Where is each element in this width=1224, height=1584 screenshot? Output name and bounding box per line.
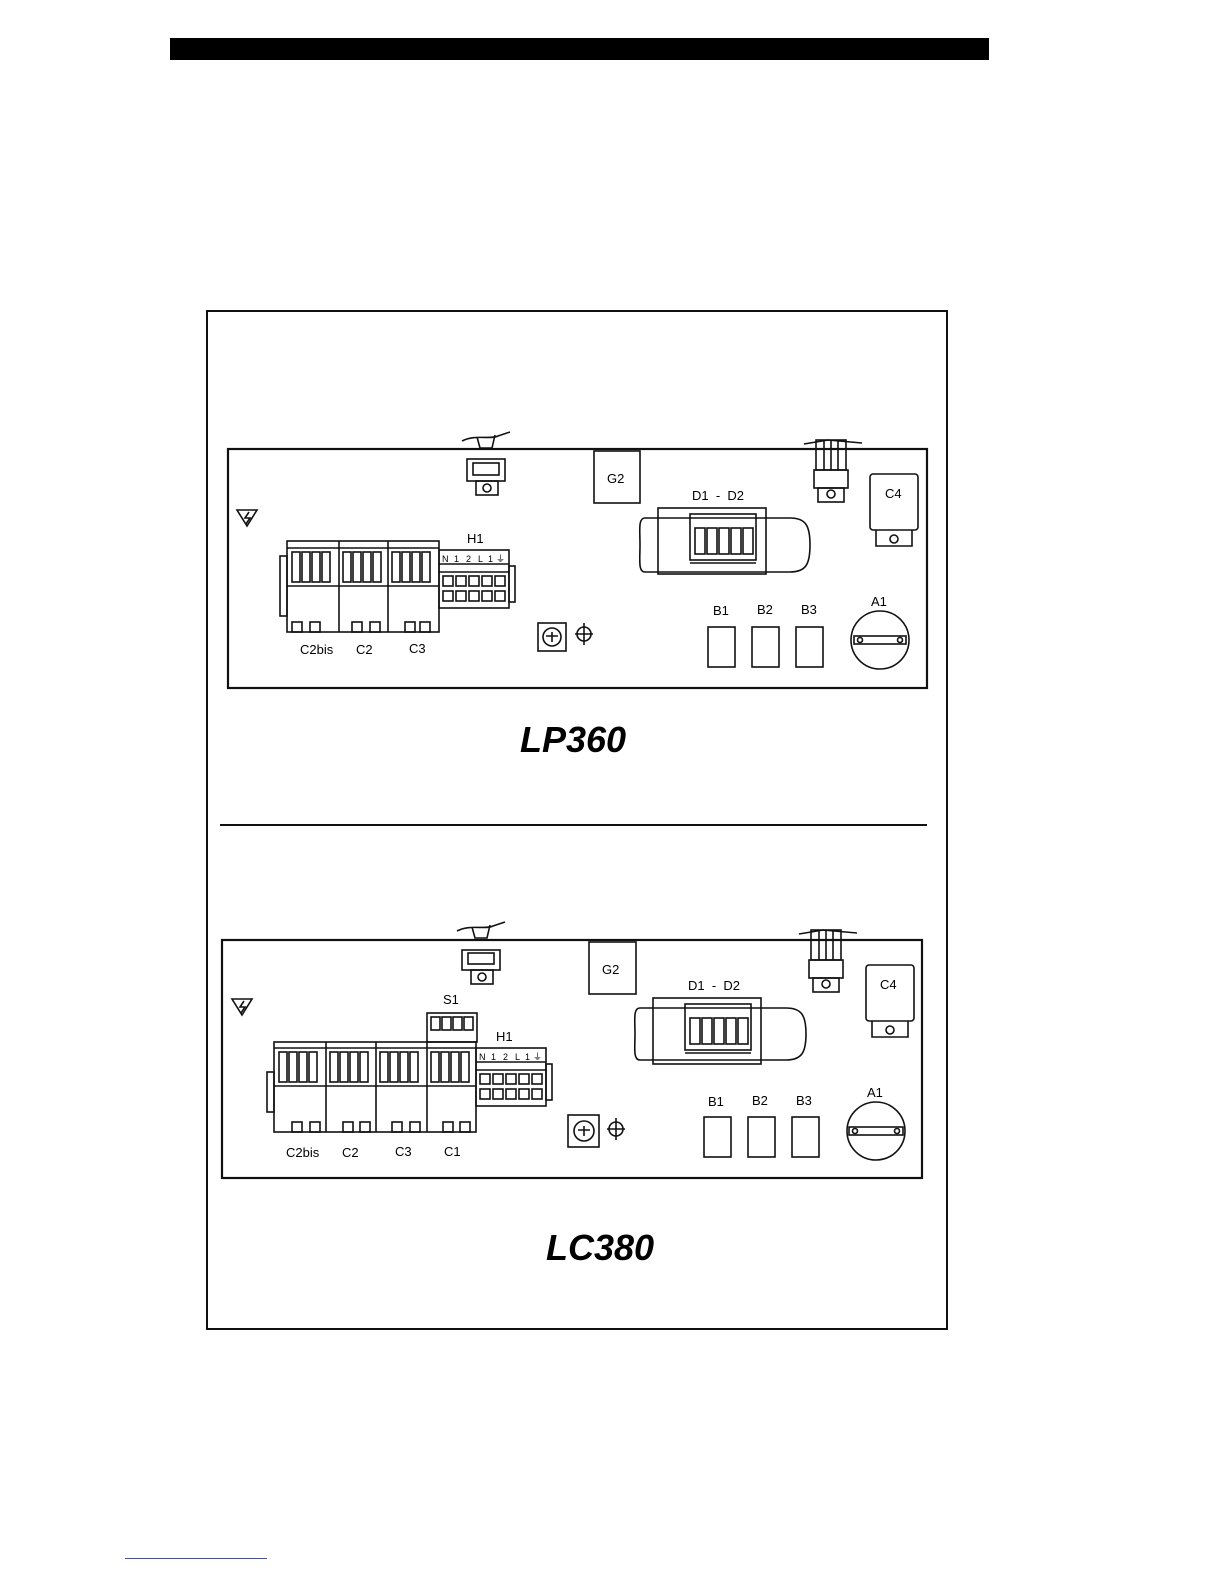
- terminal-mark: ⏚: [533, 1052, 542, 1062]
- a1-rotary-switch: [851, 611, 909, 669]
- panel-lc380-board: [222, 940, 922, 1178]
- b3-component: [792, 1117, 819, 1157]
- b2-component: [752, 627, 779, 667]
- cable-clamp-left: [462, 432, 510, 495]
- label-g2: G2: [607, 471, 624, 486]
- c4-component: [870, 474, 918, 546]
- label-b3: B3: [801, 602, 817, 617]
- label-c1: C1: [444, 1144, 461, 1159]
- cable-clamp-left: [457, 922, 505, 984]
- terminal-mark: L: [478, 554, 483, 564]
- terminal-mark: N: [442, 554, 449, 564]
- breaker-block: [267, 1042, 476, 1132]
- label-c4: C4: [880, 977, 897, 992]
- panel-lc380: [222, 922, 922, 1178]
- breaker-block: [280, 541, 439, 632]
- d1-d2-connector: [640, 508, 810, 574]
- label-b1: B1: [708, 1094, 724, 1109]
- terminal-marks-lp360: N 1 2 L 1 ⏚: [442, 554, 505, 564]
- label-d1-d2: D1 - D2: [692, 488, 744, 503]
- label-s1: S1: [443, 992, 459, 1007]
- label-c2: C2: [356, 642, 373, 657]
- label-b2: B2: [757, 602, 773, 617]
- c4-component: [866, 965, 914, 1037]
- terminal-mark: N: [479, 1052, 486, 1062]
- label-h1: H1: [496, 1029, 513, 1044]
- d1-d2-connector: [635, 998, 806, 1064]
- a1-rotary-switch: [847, 1102, 905, 1160]
- terminal-mark: 1: [488, 554, 493, 564]
- terminal-mark: 2: [503, 1052, 508, 1062]
- label-c4: C4: [885, 486, 902, 501]
- b1-component: [704, 1117, 731, 1157]
- terminal-mark: L: [515, 1052, 520, 1062]
- terminal-mark: ⏚: [496, 554, 505, 564]
- label-c3: C3: [395, 1144, 412, 1159]
- label-g2: G2: [602, 962, 619, 977]
- ground-screw-icon: [538, 623, 593, 651]
- terminal-mark: 1: [491, 1052, 496, 1062]
- s1-switch: [427, 1013, 477, 1042]
- label-b2: B2: [752, 1093, 768, 1108]
- label-a1: A1: [871, 594, 887, 609]
- terminal-mark: 1: [525, 1052, 530, 1062]
- label-d1-d2: D1 - D2: [688, 978, 740, 993]
- label-b3: B3: [796, 1093, 812, 1108]
- label-c3: C3: [409, 641, 426, 656]
- b3-component: [796, 627, 823, 667]
- b1-component: [708, 627, 735, 667]
- label-b1: B1: [713, 603, 729, 618]
- label-a1: A1: [867, 1085, 883, 1100]
- terminal-mark: 2: [466, 554, 471, 564]
- label-h1: H1: [467, 531, 484, 546]
- earth-warning-icon: [232, 999, 252, 1015]
- label-c2: C2: [342, 1145, 359, 1160]
- b2-component: [748, 1117, 775, 1157]
- terminal-marks-lc380: N 1 2 L 1 ⏚: [479, 1052, 542, 1062]
- terminal-mark: 1: [454, 554, 459, 564]
- earth-warning-icon: [237, 510, 257, 526]
- label-c2bis: C2bis: [286, 1145, 320, 1160]
- label-c2bis: C2bis: [300, 642, 334, 657]
- ground-screw-icon: [568, 1115, 625, 1147]
- footnote-rule: [125, 1558, 267, 1559]
